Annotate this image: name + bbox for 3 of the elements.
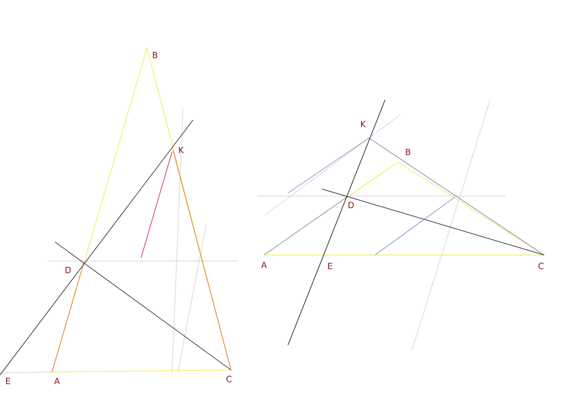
point-label: A: [54, 378, 60, 384]
point-label: C: [226, 376, 232, 382]
point-label: E: [6, 378, 10, 384]
